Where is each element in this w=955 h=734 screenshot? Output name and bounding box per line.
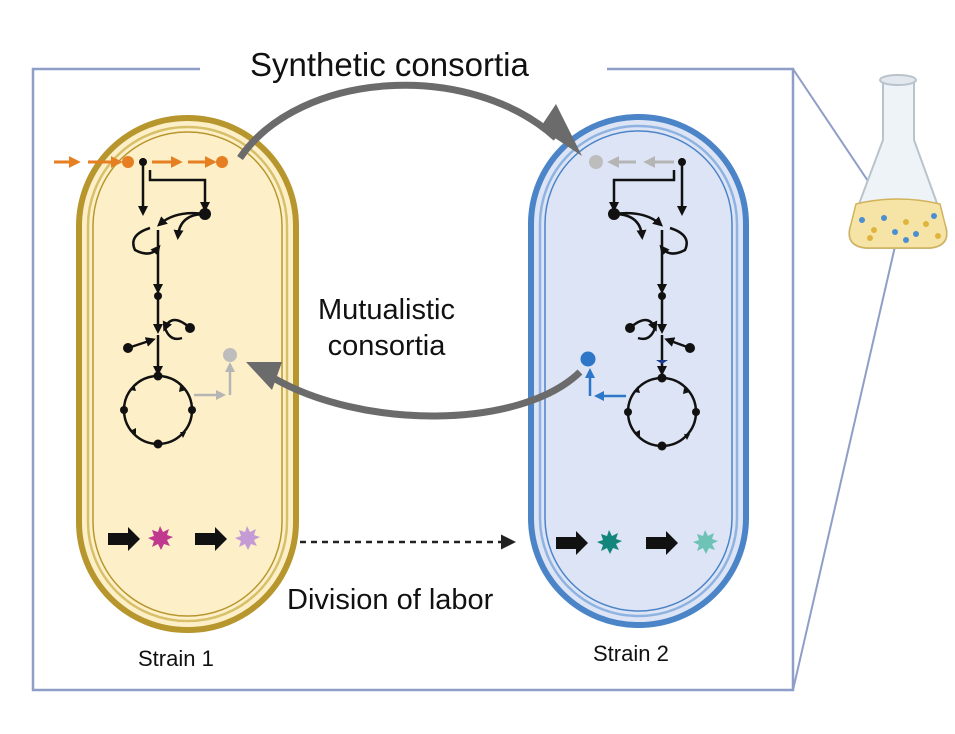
label-strain-1: Strain 1 <box>138 646 214 671</box>
strain2-products <box>556 530 718 555</box>
arrow-icon <box>646 531 678 555</box>
zoom-lines <box>792 68 897 691</box>
strain1-pathway <box>54 156 237 449</box>
product-star-icon <box>235 526 260 550</box>
synthetic-exchange-arrow <box>237 81 582 160</box>
arrow-icon <box>195 527 227 551</box>
label-division-of-labor: Division of labor <box>287 584 494 616</box>
label-mutualistic-line1: Mutualistic <box>318 294 455 326</box>
mutualistic-exchange-arrow <box>246 362 583 420</box>
arrow-icon <box>556 531 588 555</box>
label-mutualistic-consortia: Mutualistic consortia <box>318 292 455 364</box>
flask-icon <box>848 74 948 249</box>
flask-cells <box>859 213 941 243</box>
title-synthetic-consortia: Synthetic consortia <box>250 46 529 83</box>
strain2-pathway <box>580 155 700 451</box>
strain2-cell <box>528 114 749 628</box>
label-strain-2: Strain 2 <box>593 641 669 666</box>
product-star-icon <box>148 526 173 550</box>
label-mutualistic-line2: consortia <box>327 330 446 362</box>
product-star-icon <box>597 530 622 554</box>
strain1-products <box>108 526 260 551</box>
outer-frame <box>31 67 795 692</box>
arrow-icon <box>108 527 140 551</box>
product-star-icon <box>693 530 718 554</box>
